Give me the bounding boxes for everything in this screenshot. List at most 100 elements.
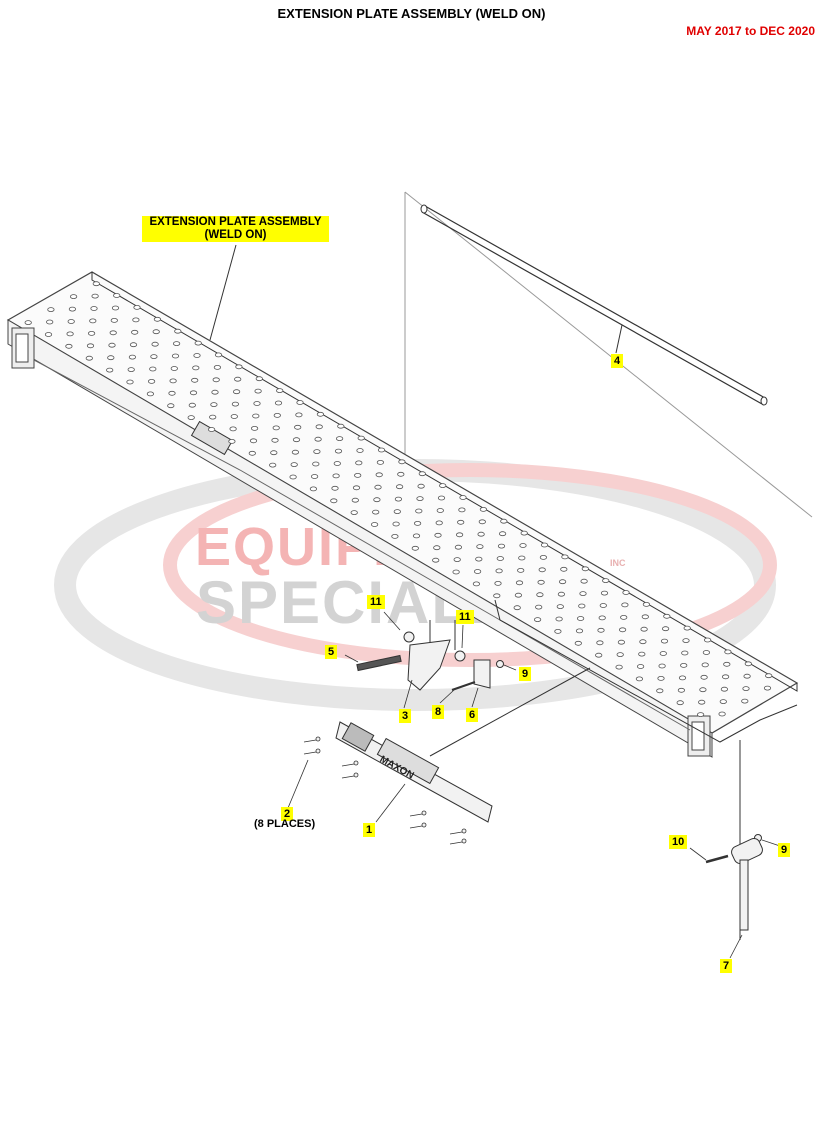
perforation-hole	[191, 377, 199, 383]
perforation-hole	[291, 449, 299, 455]
perforation-hole	[411, 545, 419, 551]
perforation-hole	[24, 320, 32, 326]
perforation-hole	[269, 462, 277, 468]
perforation-hole	[107, 355, 115, 361]
callout-6: 6	[466, 708, 479, 722]
perforation-hole	[391, 534, 399, 539]
perforation-hole	[398, 459, 406, 465]
perforation-hole	[621, 602, 629, 608]
perforation-hole	[214, 352, 223, 358]
perforation-hole	[435, 520, 443, 526]
perforation-hole	[657, 676, 665, 681]
assembly-label: EXTENSION PLATE ASSEMBLY (WELD ON)	[142, 216, 329, 242]
perforation-hole	[676, 700, 684, 706]
perforation-hole	[459, 495, 467, 500]
perforation-hole	[146, 391, 154, 397]
perforation-hole	[129, 342, 138, 348]
perforation-hole	[350, 510, 358, 515]
perforation-hole	[376, 459, 384, 465]
perforation-hole	[67, 319, 75, 324]
perforation-hole	[478, 519, 486, 525]
perforation-hole	[580, 578, 588, 584]
perforation-hole	[515, 580, 524, 586]
perforation-hole	[640, 626, 648, 632]
perforation-hole	[273, 412, 281, 418]
perforation-hole	[374, 484, 382, 490]
perforation-hole	[234, 376, 242, 382]
perforation-hole	[617, 639, 626, 645]
perforation-hole	[416, 496, 424, 502]
perforation-hole	[254, 388, 262, 394]
perforation-hole	[309, 486, 317, 492]
perforation-hole	[595, 652, 603, 658]
perforation-hole	[560, 566, 568, 572]
perforation-hole	[274, 400, 283, 406]
date-range: MAY 2017 to DEC 2020	[686, 24, 815, 38]
perforation-hole	[148, 378, 156, 384]
handle-part-7	[731, 837, 763, 931]
perforation-hole	[68, 306, 77, 312]
perforation-hole	[437, 495, 446, 501]
perforation-hole	[335, 436, 344, 442]
perforation-hole	[193, 353, 201, 358]
perforation-hole	[622, 590, 630, 595]
perforation-hole	[133, 304, 141, 310]
perforation-hole	[457, 519, 465, 525]
perforation-hole	[579, 591, 587, 596]
washer-part-11a	[403, 631, 415, 643]
perforation-hole	[517, 568, 525, 573]
perforation-hole	[473, 569, 482, 574]
perforation-hole	[581, 566, 589, 572]
callout-2-note: (8 PLACES)	[254, 818, 316, 830]
perforation-hole	[452, 569, 460, 575]
spring-part-5	[356, 654, 402, 672]
perforation-hole	[413, 521, 422, 526]
perforation-hole	[518, 555, 526, 561]
perforation-hole	[434, 532, 442, 538]
perforation-hole	[677, 687, 686, 693]
perforation-hole	[355, 460, 363, 466]
perforation-hole	[656, 688, 664, 694]
perforation-hole	[700, 674, 708, 680]
callout-9a: 9	[519, 667, 532, 681]
perforation-hole	[316, 411, 324, 417]
perforation-hole	[720, 686, 729, 692]
callout-7: 7	[720, 959, 733, 973]
perforation-hole	[46, 319, 54, 325]
perforation-hole	[251, 425, 259, 431]
perforation-hole	[537, 579, 545, 585]
perforation-hole	[494, 581, 502, 586]
perforation-hole	[574, 640, 582, 646]
perforation-hole	[575, 628, 584, 634]
perforation-hole	[719, 699, 727, 704]
perforation-hole	[333, 461, 341, 466]
perforation-hole	[742, 686, 750, 691]
perforation-hole	[109, 330, 117, 336]
perforation-hole	[394, 496, 402, 502]
perforation-hole	[641, 614, 649, 620]
perforation-hole	[680, 663, 688, 668]
perforation-hole	[538, 567, 546, 573]
perforation-hole	[89, 318, 97, 324]
perforation-hole	[149, 366, 157, 372]
perforation-hole	[513, 605, 521, 611]
perforation-hole	[500, 518, 508, 524]
perforation-hole	[660, 638, 669, 644]
callout-11b: 11	[456, 610, 474, 624]
perforation-hole	[192, 365, 200, 371]
rod-part-4	[420, 204, 768, 406]
perforation-hole	[208, 427, 216, 432]
perforation-hole	[131, 329, 139, 335]
perforation-hole	[337, 423, 345, 429]
perforation-hole	[313, 449, 321, 455]
perforation-hole	[418, 471, 426, 477]
perforation-hole	[476, 544, 484, 549]
callout-10: 10	[669, 835, 688, 849]
washer-part-11b	[454, 650, 466, 662]
perforation-hole	[554, 629, 562, 634]
perforation-hole	[616, 652, 624, 657]
perforation-hole	[598, 615, 606, 621]
plate-brand-tag	[190, 420, 234, 456]
